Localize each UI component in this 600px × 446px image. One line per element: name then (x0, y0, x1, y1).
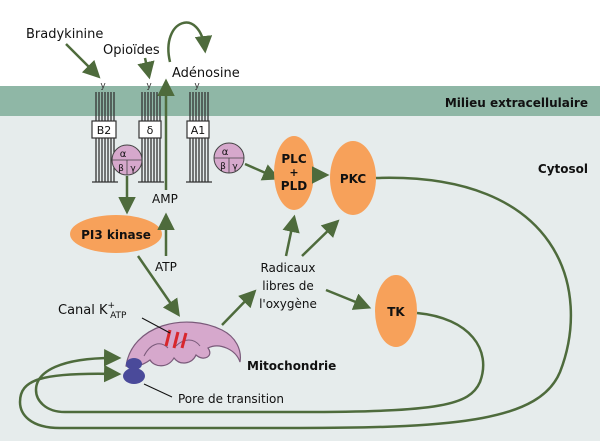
mitochondrie-label: Mitochondrie (247, 359, 336, 373)
receptor-delta-label: δ (147, 124, 154, 137)
receptor-a1-marker: y (194, 81, 200, 91)
atp-label: ATP (155, 260, 177, 274)
ros-to-tk-arrow (325, 288, 372, 310)
receptor-a1-box (186, 120, 210, 139)
tk-feedback-loop (34, 311, 485, 414)
pkc-label: PKC (340, 172, 367, 186)
pore-label: Pore de transition (178, 392, 284, 406)
amp-label: AMP (152, 192, 178, 206)
adenosine-loop-arrow (167, 21, 213, 63)
membrane-band (0, 86, 600, 116)
ros-line-3: l'oxygène (259, 297, 317, 311)
adenosine-label: Adénosine (172, 66, 240, 81)
ros-line-2: libres de (262, 279, 313, 293)
receptor-b2-label: B2 (97, 124, 112, 137)
g-protein-1-alpha: α (120, 149, 127, 160)
pkc-feedback-loop (18, 176, 573, 430)
plc-pld-node (274, 136, 314, 210)
canal-label-main: Canal K (58, 303, 108, 318)
pi3-kinase-label: PI3 kinase (81, 228, 151, 242)
pkc-node (330, 141, 376, 215)
receptor-a1-label: A1 (191, 124, 206, 137)
pld-label: PLD (281, 179, 307, 193)
cytosol-label: Cytosol (538, 162, 588, 176)
g-protein-2: α β γ (213, 142, 245, 174)
gprotein-to-plc-arrow (244, 162, 281, 181)
opioides-label: Opioïdes (103, 43, 160, 58)
g-protein-2-beta: β (220, 162, 226, 172)
tk-node (375, 275, 417, 347)
canal-pointer-line (141, 317, 171, 334)
canal-katp-label: Canal K+ATP (58, 301, 127, 321)
receptor-b2-marker: y (100, 81, 106, 91)
plc-plus: + (289, 166, 298, 179)
ros-to-pkc-arrow (301, 219, 340, 257)
plc-label: PLC (281, 152, 306, 166)
g-protein-2-gamma: γ (232, 162, 238, 172)
bradykinine-arrow (65, 43, 101, 79)
extracellular-label: Milieu extracellulaire (445, 96, 588, 110)
ros-line-1: Radicaux (260, 261, 315, 275)
opioides-arrow (137, 57, 155, 80)
pi3k-to-mito-arrow (136, 255, 180, 317)
g-protein-1: α β γ (111, 144, 143, 176)
g-protein-1-beta: β (118, 164, 124, 174)
g-protein-1-gamma: γ (130, 164, 136, 174)
mito-to-ros-arrow (221, 289, 257, 326)
bradykinine-label: Bradykinine (26, 27, 103, 42)
ros-to-plc-arrow (282, 214, 300, 257)
transition-pore (123, 358, 145, 384)
pore-pointer-line (143, 383, 173, 398)
canal-label-sub: ATP (110, 311, 127, 321)
canal-label-sup: + (108, 301, 116, 311)
g-protein-2-alpha: α (222, 147, 229, 158)
receptor-delta-box (138, 120, 162, 139)
receptor-b2-box (91, 120, 117, 139)
tk-label: TK (387, 305, 405, 319)
receptor-delta-marker: y (146, 81, 152, 91)
pi3-kinase-node (70, 215, 162, 253)
